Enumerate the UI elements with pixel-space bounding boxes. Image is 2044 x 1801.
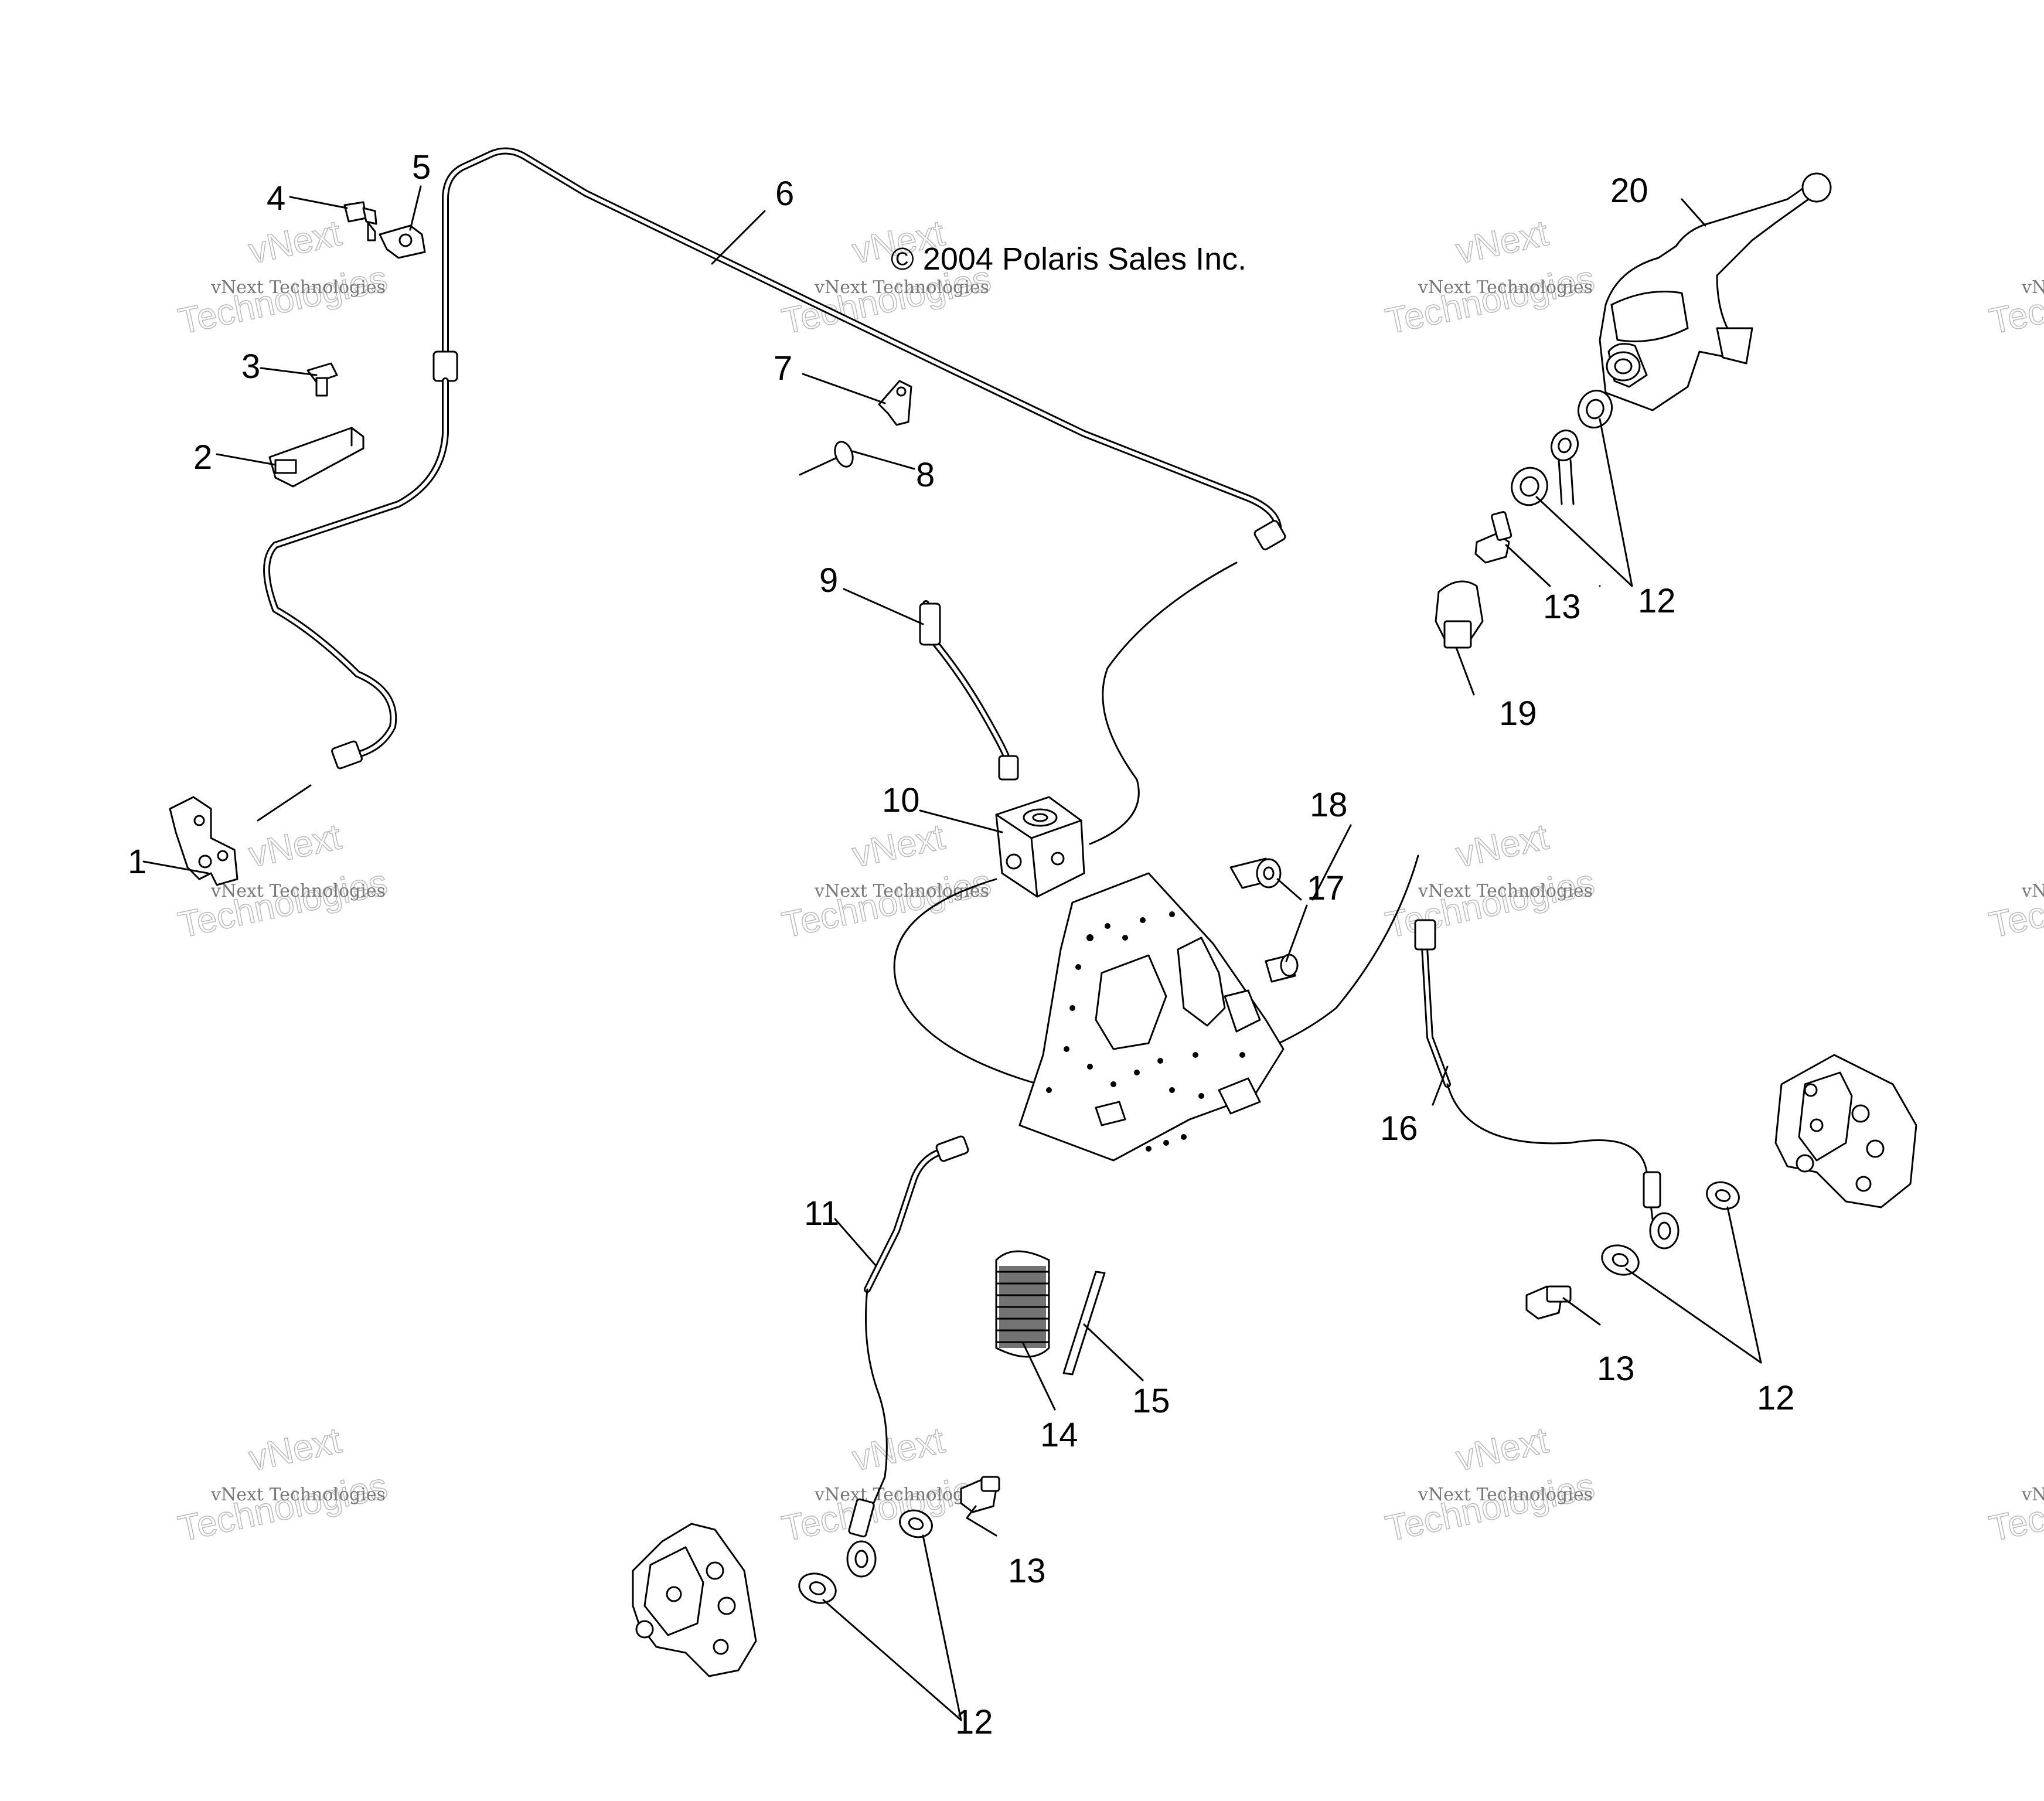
callout-13-upper: 13	[1543, 588, 1581, 626]
brake-line-thin-1	[1089, 561, 1238, 845]
watermark-vnext: vNext	[246, 213, 345, 271]
watermark-vnext: vNext	[849, 1420, 948, 1479]
copyright-notice: © 2004 Polaris Sales Inc.	[891, 241, 1246, 277]
callout-19: 19	[1499, 694, 1537, 733]
part-2-bracket	[268, 427, 364, 488]
callout-1: 1	[128, 843, 147, 881]
watermark: vNext Technologies vNext Technologies	[778, 816, 995, 946]
watermark-text: vNext Technologies	[210, 881, 386, 901]
watermark: vNext Technologies vNext Technologies	[175, 1419, 391, 1550]
part-8-rivet	[799, 441, 854, 476]
part-13-bolt-bottom	[960, 1476, 1000, 1513]
brake-line-dash	[257, 784, 312, 822]
callout-9: 9	[819, 561, 838, 600]
part-19-lever-cover	[1435, 580, 1484, 649]
part-3-bolt	[306, 362, 338, 397]
callout-17: 17	[1307, 869, 1345, 907]
part-13-bolt-right	[1525, 1285, 1572, 1320]
callout-10: 10	[882, 781, 920, 819]
watermark-text: vNext Technologies	[210, 1485, 386, 1505]
brake-lines	[257, 147, 1680, 1578]
watermark-text: vNext Technologies	[1418, 1485, 1593, 1505]
part-4-fitting	[343, 201, 377, 241]
callout-18: 18	[1310, 786, 1348, 824]
part-12-washers-bottom	[798, 1509, 933, 1604]
watermark-technologies: Technologies	[175, 258, 391, 342]
callout-8: 8	[916, 456, 935, 494]
watermark: vNext Technologies vNext Technologies	[778, 212, 995, 342]
watermark-text: vNext Technologies	[1418, 277, 1593, 298]
watermark-text: vNext Technologies	[2021, 277, 2044, 298]
part-15-pin	[1062, 1271, 1106, 1376]
watermark: vNext Technologies vNext Technologies	[1382, 1419, 1599, 1550]
callout-11: 11	[804, 1194, 839, 1233]
watermark-text: vNext Technologies	[814, 881, 989, 901]
callout-13-right: 13	[1597, 1350, 1635, 1388]
watermark-vnext: vNext	[849, 816, 948, 875]
watermark: vNext Technologies vNext Technologies	[1985, 862, 2044, 946]
part-12-washers-right	[1601, 1181, 1740, 1276]
part-17-bushing	[1265, 954, 1299, 983]
part-10-junction-block	[995, 796, 1085, 898]
callout-16: 16	[1380, 1109, 1418, 1148]
part-12-washers-upper	[1511, 389, 1613, 506]
watermark: vNext Technologies vNext Technologies	[175, 212, 391, 342]
brake-hose-front-left	[263, 377, 449, 770]
part-5-clip	[379, 224, 426, 259]
callout-12-upper: 12	[1638, 582, 1676, 620]
watermark-vnext: vNext	[1453, 1420, 1552, 1479]
callout-4: 4	[267, 179, 285, 217]
callout-3: 3	[241, 348, 260, 386]
leader-lines	[142, 185, 1762, 1721]
callout-12-bottom: 12	[955, 1703, 993, 1741]
brake-hose-9	[919, 600, 1019, 781]
watermark: vNext Technologies vNext Technologies	[1382, 212, 1599, 342]
callout-numbers: 1 2 3 4 5 6 7 8 9 10 11 12 12 12 13 13 1…	[128, 148, 1795, 1741]
part-20-master-cylinder	[1599, 172, 1832, 411]
callout-5: 5	[412, 148, 431, 186]
watermark-vnext: vNext	[246, 816, 345, 875]
watermark-text: vNext Technologies	[1418, 881, 1593, 901]
brake-hose-16	[1414, 919, 1680, 1250]
watermark-text: vNext Technologies	[2021, 881, 2044, 901]
callout-2: 2	[193, 438, 212, 476]
watermark-technologies: Technologies	[1986, 1466, 2044, 1550]
watermark-text: vNext Technologies	[210, 277, 386, 298]
caliper-rear-right	[1774, 1054, 1917, 1208]
brake-hose-11	[846, 1135, 969, 1578]
master-cylinder-mount-plate	[1018, 872, 1285, 1162]
callout-15: 15	[1132, 1382, 1170, 1420]
watermark-text: vNext Technologies	[814, 1485, 989, 1505]
callout-6: 6	[775, 175, 794, 213]
watermark-technologies: Technologies	[1986, 862, 2044, 946]
part-7-clamp	[878, 380, 912, 426]
callout-13-bottom: 13	[1008, 1552, 1046, 1590]
caliper-rear-left	[632, 1523, 757, 1677]
watermark-technologies: Technologies	[1382, 258, 1598, 342]
brake-line-main	[432, 147, 1286, 550]
watermark-technologies: Technologies	[175, 1466, 391, 1550]
part-1-caliper-bracket	[169, 796, 239, 886]
part-14-spring	[995, 1250, 1050, 1358]
part-13-bolt-upper	[1474, 511, 1512, 564]
watermark-technologies: Technologies	[779, 862, 994, 946]
watermark-text: vNext Technologies	[814, 277, 989, 298]
watermark-vnext: vNext	[246, 1420, 345, 1479]
part-18-bushing	[1229, 857, 1282, 889]
watermark-technologies: Technologies	[1382, 1466, 1598, 1550]
callout-14: 14	[1040, 1416, 1078, 1454]
callout-7: 7	[774, 349, 792, 387]
watermark: vNext Technologies vNext Technologies	[1985, 1465, 2044, 1550]
watermark: vNext Technologies vNext Technologies	[1985, 258, 2044, 342]
callout-20: 20	[1610, 172, 1648, 210]
callout-12-right: 12	[1757, 1379, 1795, 1417]
watermark-technologies: Technologies	[779, 1466, 994, 1550]
watermark-technologies: Technologies	[1986, 258, 2044, 342]
watermark-vnext: vNext	[1453, 213, 1552, 271]
watermark-text: vNext Technologies	[2021, 1485, 2044, 1505]
watermark-vnext: vNext	[1453, 816, 1552, 875]
